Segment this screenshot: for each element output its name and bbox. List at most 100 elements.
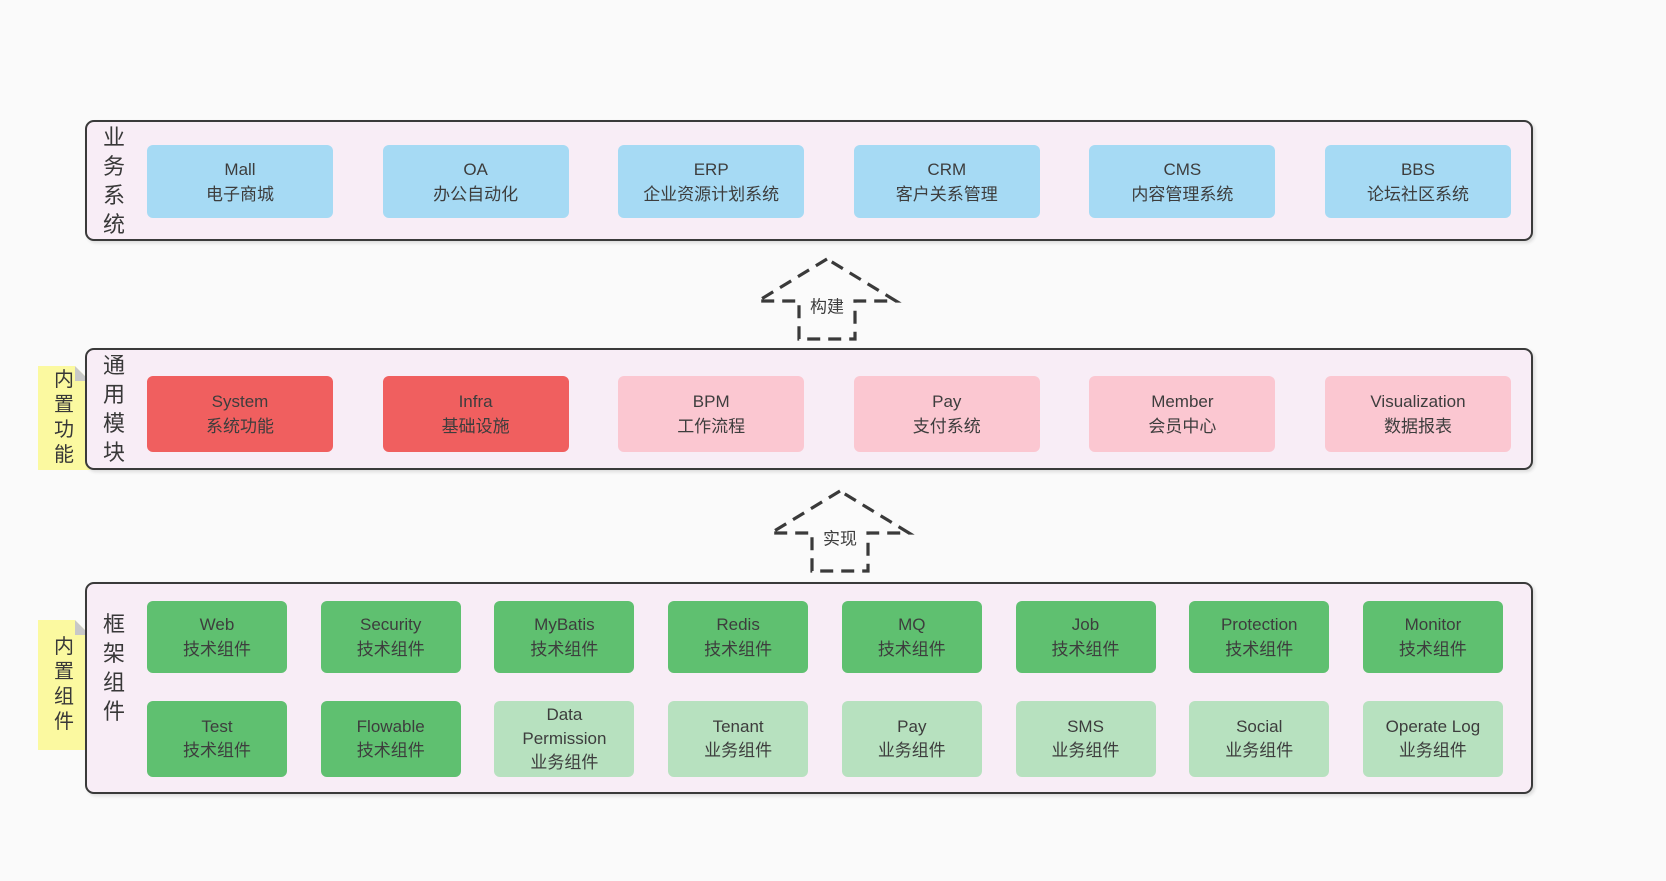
box-bpm: BPM 工作流程 bbox=[618, 376, 805, 452]
business-systems-layer: 业务系统 Mall 电子商城 OA 办公自动化 ERP 企业资源计划系统 CRM… bbox=[85, 120, 1533, 241]
box-cms: CMS 内容管理系统 bbox=[1089, 145, 1276, 218]
components-row-1: Web 技术组件 Security 技术组件 MyBatis 技术组件 Redi… bbox=[147, 601, 1503, 673]
box-tenant: Tenant 业务组件 bbox=[668, 701, 809, 777]
box-pay-biz: Pay 业务组件 bbox=[841, 701, 982, 777]
box-subtitle: 业务组件 bbox=[1051, 741, 1120, 760]
box-subtitle: 技术组件 bbox=[356, 741, 425, 760]
builtin-features-note-label: 内置功能 bbox=[54, 369, 74, 466]
box-subtitle: 业务组件 bbox=[877, 741, 946, 760]
box-visualization: Visualization 数据报表 bbox=[1324, 376, 1511, 452]
box-title: SMS bbox=[1067, 717, 1104, 736]
box-title: Operate Log bbox=[1385, 717, 1481, 736]
framework-components-layer: 框架组件 Web 技术组件 Security 技术组件 MyBatis 技术组件… bbox=[85, 582, 1533, 794]
box-mall: Mall 电子商城 bbox=[147, 145, 333, 218]
box-subtitle: 技术组件 bbox=[183, 741, 251, 760]
box-title: CMS bbox=[1163, 159, 1202, 179]
box-subtitle: 业务组件 bbox=[704, 741, 773, 760]
box-crm: CRM 客户关系管理 bbox=[853, 145, 1040, 218]
box-subtitle: 办公自动化 bbox=[433, 184, 519, 204]
box-title: Visualization bbox=[1370, 392, 1466, 411]
box-subtitle: 基础设施 bbox=[441, 417, 510, 436]
box-subtitle: 技术组件 bbox=[356, 640, 425, 659]
box-subtitle: 数据报表 bbox=[1383, 417, 1452, 436]
box-system: System 系统功能 bbox=[147, 376, 333, 452]
box-bbs: BBS 论坛社区系统 bbox=[1324, 145, 1511, 218]
components-row-2: Test 技术组件 Flowable 技术组件 Data Permission … bbox=[147, 701, 1503, 777]
box-member: Member 会员中心 bbox=[1089, 376, 1276, 452]
box-title: Infra bbox=[458, 392, 493, 411]
box-infra: Infra 基础设施 bbox=[382, 376, 569, 452]
implement-arrow: 实现 bbox=[765, 487, 915, 575]
box-title: Tenant bbox=[712, 717, 764, 736]
box-title: Member bbox=[1151, 392, 1214, 411]
box-title: Flowable bbox=[356, 717, 425, 736]
box-title: System bbox=[211, 392, 269, 411]
build-arrow: 构建 bbox=[752, 255, 902, 343]
box-subtitle: 技术组件 bbox=[877, 640, 946, 659]
box-subtitle: 技术组件 bbox=[1051, 640, 1120, 659]
box-subtitle: 系统功能 bbox=[206, 417, 274, 436]
box-monitor: Monitor 技术组件 bbox=[1362, 601, 1503, 673]
box-title: Pay bbox=[932, 392, 962, 411]
builtin-features-note: 内置功能 bbox=[38, 366, 90, 470]
box-title: ERP bbox=[693, 159, 729, 179]
box-subtitle: 技术组件 bbox=[1225, 640, 1294, 659]
box-test: Test 技术组件 bbox=[147, 701, 287, 777]
box-title: Job bbox=[1071, 615, 1100, 634]
box-flowable: Flowable 技术组件 bbox=[320, 701, 461, 777]
box-subtitle: 电子商城 bbox=[206, 184, 274, 204]
box-pay: Pay 支付系统 bbox=[853, 376, 1040, 452]
box-subtitle: 业务组件 bbox=[1225, 741, 1294, 760]
box-title: Protection bbox=[1220, 615, 1298, 634]
builtin-components-note-label: 内置组件 bbox=[54, 636, 74, 733]
box-title: Security bbox=[359, 615, 422, 634]
common-modules-layer: 通用模块 System 系统功能 Infra 基础设施 BPM 工作流程 Pay… bbox=[85, 348, 1533, 470]
box-title: CRM bbox=[927, 159, 967, 179]
box-mq: MQ 技术组件 bbox=[841, 601, 982, 673]
box-subtitle: 业务组件 bbox=[530, 753, 599, 772]
box-title: OA bbox=[463, 159, 488, 179]
box-subtitle: 技术组件 bbox=[1398, 640, 1467, 659]
builtin-components-note: 内置组件 bbox=[38, 620, 90, 750]
box-title: Data Permission bbox=[522, 705, 607, 748]
build-arrow-label: 构建 bbox=[806, 291, 848, 319]
box-title: BBS bbox=[1400, 159, 1435, 179]
box-title: Monitor bbox=[1404, 615, 1462, 634]
box-subtitle: 内容管理系统 bbox=[1131, 184, 1234, 204]
implement-arrow-label: 实现 bbox=[819, 523, 861, 551]
box-erp: ERP 企业资源计划系统 bbox=[618, 145, 805, 218]
box-operate-log: Operate Log 业务组件 bbox=[1362, 701, 1503, 777]
box-subtitle: 会员中心 bbox=[1148, 417, 1217, 436]
components-layer-label: 框架组件 bbox=[102, 612, 125, 724]
box-sms: SMS 业务组件 bbox=[1015, 701, 1156, 777]
box-protection: Protection 技术组件 bbox=[1189, 601, 1330, 673]
box-subtitle: 工作流程 bbox=[677, 417, 746, 436]
modules-layer-label: 通用模块 bbox=[102, 353, 125, 465]
box-title: Mall bbox=[224, 159, 256, 179]
box-title: Pay bbox=[897, 717, 927, 736]
box-subtitle: 论坛社区系统 bbox=[1366, 184, 1469, 204]
box-title: Redis bbox=[716, 615, 760, 634]
business-layer-label: 业务系统 bbox=[102, 124, 125, 237]
modules-boxes-row: System 系统功能 Infra 基础设施 BPM 工作流程 Pay 支付系统… bbox=[147, 376, 1511, 452]
box-title: Social bbox=[1236, 717, 1283, 736]
box-subtitle: 支付系统 bbox=[912, 417, 981, 436]
box-title: BPM bbox=[692, 392, 730, 411]
box-title: Web bbox=[199, 615, 235, 634]
box-data-permission: Data Permission 业务组件 bbox=[494, 701, 635, 777]
box-mybatis: MyBatis 技术组件 bbox=[494, 601, 635, 673]
box-job: Job 技术组件 bbox=[1015, 601, 1156, 673]
box-subtitle: 技术组件 bbox=[704, 640, 773, 659]
box-oa: OA 办公自动化 bbox=[382, 145, 569, 218]
box-title: MyBatis bbox=[534, 615, 595, 634]
box-subtitle: 客户关系管理 bbox=[895, 184, 998, 204]
business-boxes-row: Mall 电子商城 OA 办公自动化 ERP 企业资源计划系统 CRM 客户关系… bbox=[147, 145, 1511, 218]
box-security: Security 技术组件 bbox=[320, 601, 461, 673]
box-web: Web 技术组件 bbox=[147, 601, 287, 673]
box-social: Social 业务组件 bbox=[1189, 701, 1330, 777]
box-subtitle: 技术组件 bbox=[183, 640, 251, 659]
box-subtitle: 业务组件 bbox=[1398, 741, 1467, 760]
box-subtitle: 技术组件 bbox=[530, 640, 599, 659]
box-title: Test bbox=[201, 717, 233, 736]
